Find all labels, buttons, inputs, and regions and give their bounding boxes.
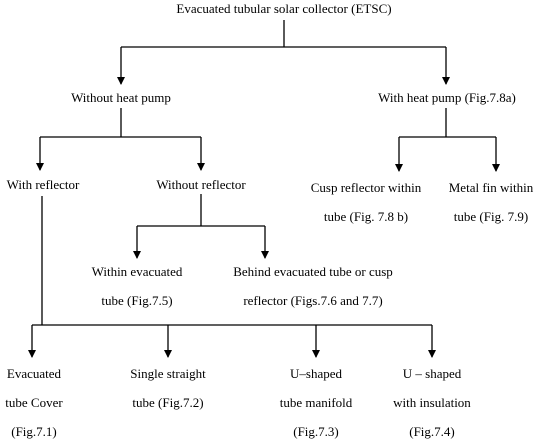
u-shaped-manifold-node: U–shaped tube manifold (Fig.7.3) [266,366,366,440]
behind-evacuated-line1: Behind evacuated tube or cusp [233,264,393,279]
root-node: Evacuated tubular solar collector (ETSC) [174,1,394,17]
within-evacuated-node: Within evacuated tube (Fig.7.5) [79,264,195,309]
without-reflector-node: Without reflector [147,177,255,193]
behind-evacuated-node: Behind evacuated tube or cusp reflector … [211,264,415,309]
without-reflector-label: Without reflector [156,177,246,192]
single-straight-line1: Single straight [130,366,206,381]
evacuated-cover-line3: (Fig.7.1) [11,424,57,439]
u-shaped-insulation-line3: (Fig.7.4) [409,424,455,439]
metal-fin-line2: tube (Fig. 7.9) [453,209,529,224]
u-shaped-manifold-line3: (Fig.7.3) [293,424,339,439]
within-evacuated-line1: Within evacuated [91,264,183,279]
cusp-reflector-node: Cusp reflector within tube (Fig. 7.8 b) [296,180,436,225]
evacuated-cover-line1: Evacuated [6,366,62,381]
metal-fin-line1: Metal fin within [448,180,534,195]
without-heat-pump-label: Without heat pump [71,90,171,105]
evacuated-cover-line2: tube Cover [5,395,63,410]
u-shaped-insulation-line2: with insulation [393,395,471,410]
cusp-reflector-line1: Cusp reflector within [310,180,422,195]
within-evacuated-line2: tube (Fig.7.5) [101,293,173,308]
cusp-reflector-line2: tube (Fig. 7.8 b) [323,209,409,224]
u-shaped-insulation-node: U – shaped with insulation (Fig.7.4) [380,366,484,440]
single-straight-line2: tube (Fig.7.2) [132,395,204,410]
with-heat-pump-label: With heat pump (Fig.7.8a) [378,90,516,105]
u-shaped-insulation-line1: U – shaped [402,366,462,381]
without-heat-pump-node: Without heat pump [56,90,186,106]
with-reflector-label: With reflector [6,177,80,192]
behind-evacuated-line2: reflector (Figs.7.6 and 7.7) [243,293,383,308]
u-shaped-manifold-line2: tube manifold [279,395,353,410]
u-shaped-manifold-line1: U–shaped [290,366,342,381]
with-heat-pump-node: With heat pump (Fig.7.8a) [364,90,530,106]
metal-fin-node: Metal fin within tube (Fig. 7.9) [438,180,544,225]
with-reflector-node: With reflector [0,177,86,193]
root-label: Evacuated tubular solar collector (ETSC) [176,1,392,16]
single-straight-node: Single straight tube (Fig.7.2) [116,366,220,411]
evacuated-cover-node: Evacuated tube Cover (Fig.7.1) [0,366,68,440]
